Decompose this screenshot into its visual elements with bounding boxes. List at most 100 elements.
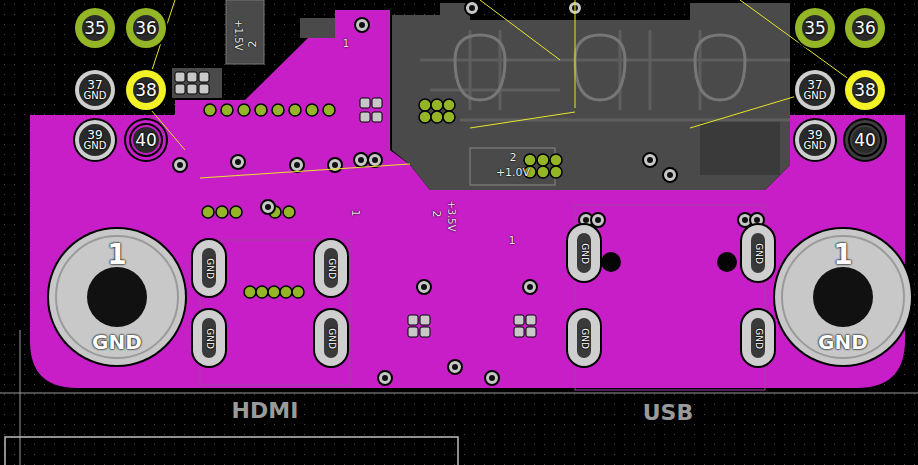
smd-pad <box>372 98 382 108</box>
clearance <box>793 68 837 112</box>
ratsnest-line <box>690 95 800 128</box>
clearance <box>191 238 227 298</box>
drill-hole <box>852 15 878 41</box>
pad-number: 37 <box>807 79 822 91</box>
ratsnest-line <box>470 112 575 128</box>
silkscreen-text: HDMI <box>232 400 299 422</box>
via <box>378 371 392 385</box>
via-hole <box>583 217 589 223</box>
smd-pad <box>514 327 524 337</box>
via-hole <box>452 364 458 370</box>
mounting-pad <box>775 229 911 365</box>
smd-pad <box>230 206 242 218</box>
header-pad <box>75 8 115 48</box>
smd-pad <box>524 154 536 166</box>
drill-hole <box>79 74 111 106</box>
back-copper <box>300 18 335 38</box>
via-hole <box>469 5 475 11</box>
clearance <box>124 68 168 112</box>
pad-number: 36 <box>135 20 157 37</box>
pad-number: 38 <box>135 82 157 99</box>
via-hole <box>358 157 364 163</box>
drill-hole <box>87 267 147 327</box>
smd-pad <box>175 84 185 94</box>
smd-pad <box>255 104 267 116</box>
slot-hole <box>751 318 765 358</box>
via <box>663 168 677 182</box>
net-name: GND <box>326 328 335 349</box>
header-pad: 40 <box>843 118 887 162</box>
net-label: +3.5V <box>446 200 456 231</box>
via-hole <box>527 284 533 290</box>
header-pad <box>126 8 166 48</box>
slot-hole <box>202 318 216 358</box>
smd-pad <box>443 99 455 111</box>
pad-text-box: 1GND <box>773 227 913 367</box>
via-hole <box>332 162 338 168</box>
oval-pad <box>315 240 347 296</box>
smd-pad <box>175 72 185 82</box>
shield-pad: GND <box>566 308 602 368</box>
slot-hole <box>577 318 591 358</box>
pin-number: 1 <box>350 210 361 217</box>
net-name: GND <box>84 141 107 151</box>
clearance <box>566 223 602 283</box>
pad-number: 40 <box>854 132 876 149</box>
smd-pad <box>268 286 280 298</box>
slot-hole <box>324 318 338 358</box>
smd-pad <box>306 104 318 116</box>
pad-text-box: 36 <box>843 6 887 50</box>
slot-hole <box>577 233 591 273</box>
pad-text-box: GND <box>191 308 227 368</box>
pad-ring <box>56 236 178 358</box>
pin-number: 1 <box>343 39 349 49</box>
pad-text-box: GND <box>313 308 349 368</box>
shield-pad: GND <box>313 308 349 368</box>
smd-pad <box>419 111 431 123</box>
pad-ring <box>849 124 881 156</box>
board-edge <box>0 393 918 394</box>
drill-hole <box>852 77 878 103</box>
pad-number: 38 <box>854 82 876 99</box>
drill-hole <box>133 15 159 41</box>
header-pad <box>795 120 835 160</box>
net-name: GND <box>92 332 142 352</box>
clearance <box>73 118 117 162</box>
locating-hole <box>717 252 737 272</box>
via <box>465 1 479 15</box>
header-pad <box>75 120 115 160</box>
via-hole <box>595 217 601 223</box>
header-pad: 39GND <box>793 118 837 162</box>
header-pad <box>845 70 885 110</box>
clearance <box>73 68 117 112</box>
via <box>643 153 657 167</box>
oval-pad <box>193 310 225 366</box>
pad-text-box: GND <box>313 238 349 298</box>
via-hole <box>667 172 673 178</box>
pad-number: 36 <box>854 20 876 37</box>
via <box>354 153 368 167</box>
via <box>355 18 369 32</box>
smd-pad <box>550 166 562 178</box>
via-hole <box>294 162 300 168</box>
pad-number: 1 <box>107 241 126 269</box>
component-body <box>700 120 780 175</box>
smd-pad <box>526 315 536 325</box>
via <box>417 280 431 294</box>
via-hole <box>359 22 365 28</box>
connector-outline <box>5 437 458 465</box>
clearance <box>843 68 887 112</box>
smd-pad <box>272 104 284 116</box>
header-pad <box>126 120 166 160</box>
drill-hole <box>852 127 878 153</box>
via <box>231 155 245 169</box>
smd-pad <box>408 315 418 325</box>
via <box>448 360 462 374</box>
oval-pad <box>568 310 600 366</box>
mounting-hole: 1GND <box>773 227 913 367</box>
clearance <box>793 6 837 50</box>
header-pad <box>795 8 835 48</box>
